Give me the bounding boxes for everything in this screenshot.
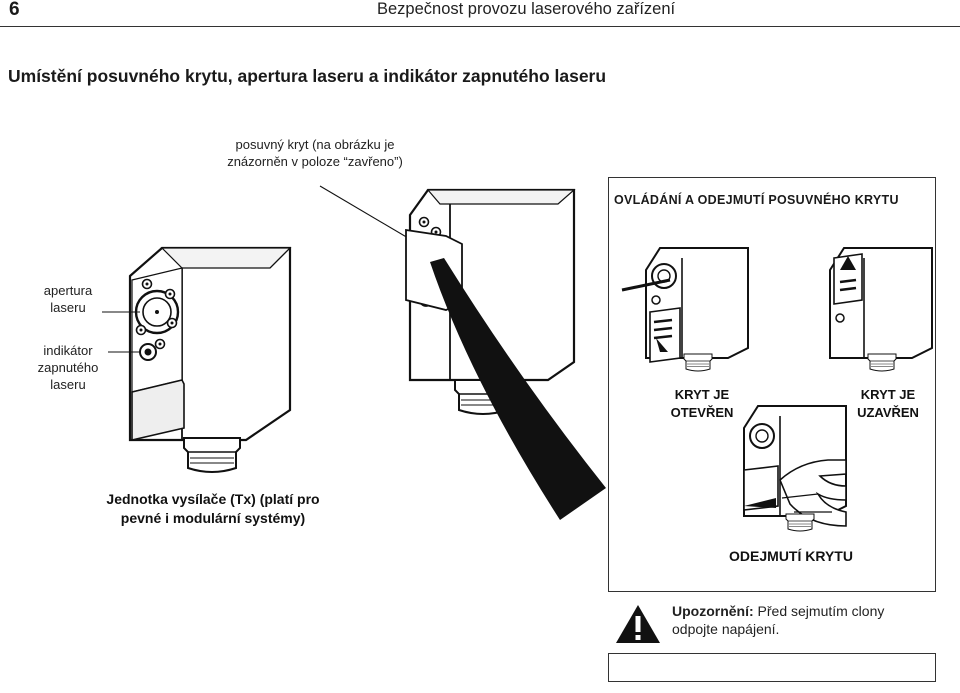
cover-removal-drawing [743, 405, 847, 532]
aperture-caption: apertura laseru [30, 282, 106, 316]
sliding-cover-caption: posuvný kryt (na obrázku je znázorněn v … [205, 136, 425, 170]
section-title: Umístění posuvného krytu, apertura laser… [8, 66, 607, 86]
warning-text-part2: odpojte napájení. [672, 621, 780, 637]
warning-text: Upozornění: Před sejmutím clony odpojte … [672, 602, 934, 638]
caption-line: posuvný kryt (na obrázku je [235, 137, 395, 152]
header-title: Bezpečnost provozu laserového zařízení [377, 0, 676, 18]
warning-heading: Upozornění: [672, 603, 754, 619]
laser-indicator-caption: indikátor zapnutého laseru [20, 342, 116, 393]
caption-line: zapnutého [37, 360, 99, 375]
page-number: 6 [9, 0, 20, 20]
caption-line: apertura [43, 283, 93, 298]
caption-line: laseru [50, 377, 86, 392]
cover-operation-panel [608, 177, 936, 682]
tx-unit-drawing [128, 246, 292, 473]
cover-leader [319, 185, 421, 246]
caption-line: KRYT JE [860, 387, 916, 402]
cover-open-drawing [621, 247, 749, 372]
cover-closed-drawing [829, 247, 933, 372]
caption-line: indikátor [43, 343, 93, 358]
cover-closed-caption: KRYT JE UZAVŘEN [846, 386, 930, 422]
caption-line: znázorněn v poloze “zavřeno”) [227, 154, 403, 169]
caption-line: OTEVŘEN [670, 405, 734, 420]
caption-line: laseru [50, 300, 86, 315]
cover-removal-caption: ODEJMUTÍ KRYTU [729, 548, 853, 564]
caption-line: Jednotka vysílače (Tx) (platí pro [106, 491, 320, 507]
tx-unit-caption: Jednotka vysílače (Tx) (platí pro pevné … [88, 490, 338, 528]
warning-text-part1: Před sejmutím clony [757, 603, 885, 619]
caption-line: pevné i modulární systémy) [120, 510, 306, 526]
caption-line: KRYT JE [674, 387, 730, 402]
caption-line: UZAVŘEN [857, 405, 919, 420]
header-rule [0, 26, 960, 27]
panel-title: OVLÁDÁNÍ A ODEJMUTÍ POSUVNÉHO KRYTU [614, 193, 899, 207]
warning-box [608, 591, 936, 654]
warning-triangle-icon [616, 605, 660, 643]
pointer-strap [430, 258, 606, 520]
center-unit-drawing [405, 188, 576, 415]
cover-open-caption: KRYT JE OTEVŘEN [662, 386, 742, 422]
